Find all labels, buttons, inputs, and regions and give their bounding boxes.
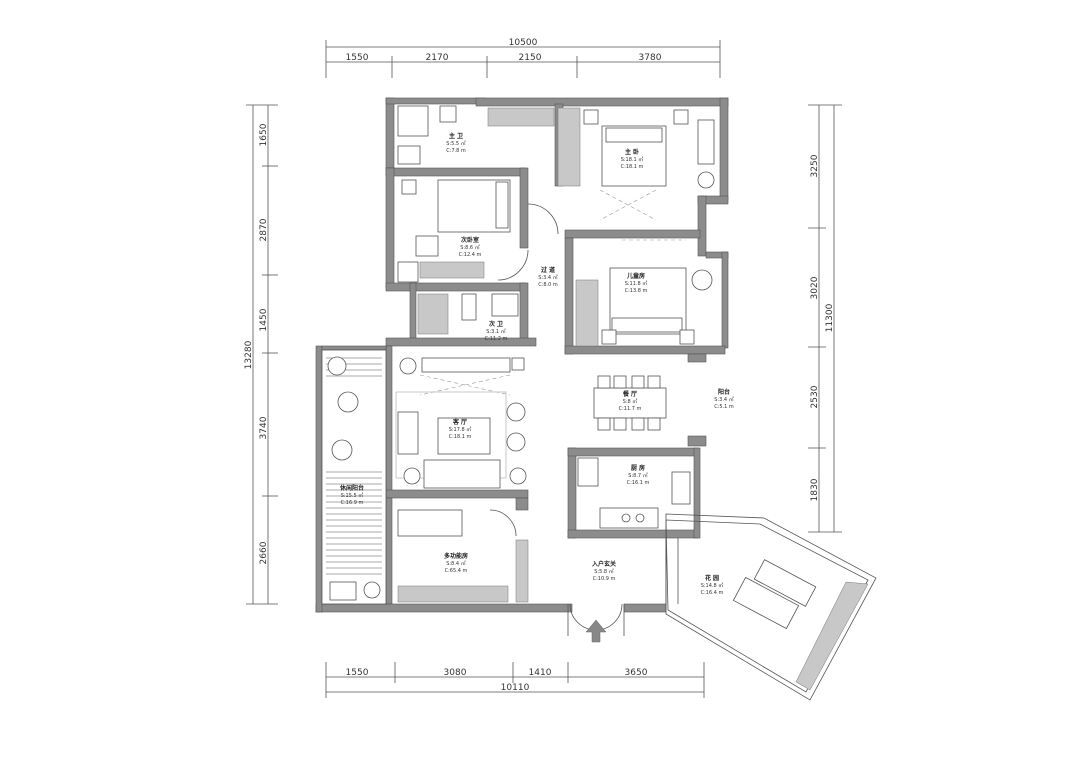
room-perimeter-bath1: C:7.8 m xyxy=(446,148,466,154)
room-perimeter-living: C:18.1 m xyxy=(449,434,472,440)
room-name-children: 儿童房 xyxy=(626,272,645,280)
dim-left-seg: 2870 xyxy=(259,218,269,241)
dim-left-seg: 2660 xyxy=(259,541,269,564)
left-dimensions xyxy=(246,104,278,605)
dim-bottom-seg: 3650 xyxy=(625,668,648,678)
dim-left-seg: 1450 xyxy=(259,308,269,331)
room-perimeter-kitchen: C:16.1 m xyxy=(627,480,650,486)
room-name-balcony_l: 休闲阳台 xyxy=(339,484,364,492)
room-perimeter-balcony_l: C:16.9 m xyxy=(341,500,364,506)
room-name-bath1: 主 卫 xyxy=(449,132,463,140)
room-perimeter-garden: C:16.4 m xyxy=(701,590,724,596)
garden-area xyxy=(665,513,877,701)
dim-right-total: 11300 xyxy=(825,303,835,332)
room-name-multi: 多功能房 xyxy=(444,552,468,560)
dim-bottom-total: 10110 xyxy=(501,683,530,693)
dim-right-seg: 3020 xyxy=(810,276,820,299)
room-name-kitchen: 厨 房 xyxy=(631,464,645,472)
dim-left-seg: 3740 xyxy=(259,416,269,439)
room-perimeter-foyer: C:10.9 m xyxy=(593,576,616,582)
dim-top-seg: 2170 xyxy=(426,53,449,63)
room-perimeter-dining: C:11.7 m xyxy=(619,406,642,412)
dim-right-seg: 3250 xyxy=(810,154,820,177)
room-name-living: 客 厅 xyxy=(452,418,467,426)
leisure-balcony xyxy=(321,349,387,605)
entrance-arrow-icon xyxy=(585,619,607,643)
room-area-dining: S:8 ㎡ xyxy=(623,398,638,405)
room-name-secondary: 次卧室 xyxy=(461,236,479,244)
room-area-multi: S:8.4 ㎡ xyxy=(446,560,465,567)
room-area-balcony_s: S:3.4 ㎡ xyxy=(714,396,733,403)
room-perimeter-balcony_s: C:5.1 m xyxy=(714,404,734,410)
room-area-corridor: S:3.4 ㎡ xyxy=(538,274,557,281)
dim-left-total: 13280 xyxy=(244,340,254,369)
room-area-living: S:17.8 ㎡ xyxy=(449,426,472,433)
room-name-foyer: 入户玄关 xyxy=(591,560,616,568)
room-area-master: S:18.1 ㎡ xyxy=(621,156,644,163)
room-perimeter-bath2: C:11.2 m xyxy=(485,336,508,342)
room-perimeter-master: C:18.1 m xyxy=(621,164,644,170)
room-perimeter-children: C:13.8 m xyxy=(625,288,648,294)
room-area-bath2: S:3.1 ㎡ xyxy=(486,328,505,335)
room-name-master: 主 卧 xyxy=(625,148,639,156)
room-perimeter-multi: C:65.4 m xyxy=(445,568,468,574)
room-area-balcony_l: S:15.5 ㎡ xyxy=(341,492,364,499)
room-name-bath2: 次 卫 xyxy=(489,320,503,328)
room-area-foyer: S:5.8 ㎡ xyxy=(594,568,613,575)
dim-left-seg: 1650 xyxy=(259,123,269,146)
dim-top-total: 10500 xyxy=(509,38,538,48)
top-dimensions xyxy=(325,40,721,78)
dim-bottom-seg: 1410 xyxy=(529,668,552,678)
dim-bottom-seg: 3080 xyxy=(444,668,467,678)
room-name-balcony_s: 阳台 xyxy=(718,388,730,396)
dim-right-seg: 2530 xyxy=(810,385,820,408)
room-perimeter-corridor: C:8.0 m xyxy=(538,282,558,288)
room-area-kitchen: S:8.7 ㎡ xyxy=(628,472,647,479)
room-name-corridor: 过 道 xyxy=(541,266,555,274)
dim-top-seg: 3780 xyxy=(639,53,662,63)
room-area-secondary: S:8.6 ㎡ xyxy=(460,244,479,251)
room-area-bath1: S:5.5 ㎡ xyxy=(446,140,465,147)
right-dimensions xyxy=(808,104,842,533)
bottom-dimensions xyxy=(325,662,705,698)
dim-right-seg: 1830 xyxy=(810,478,820,501)
room-name-garden: 花 园 xyxy=(705,574,719,582)
dim-top-seg: 2150 xyxy=(519,53,542,63)
room-perimeter-secondary: C:12.4 m xyxy=(459,252,482,258)
dim-top-seg: 1550 xyxy=(346,53,369,63)
dim-bottom-seg: 1550 xyxy=(346,668,369,678)
walls xyxy=(315,97,729,613)
room-name-dining: 餐 厅 xyxy=(622,390,637,398)
room-area-children: S:11.8 ㎡ xyxy=(625,280,648,287)
furniture xyxy=(395,105,715,603)
room-area-garden: S:14.8 ㎡ xyxy=(701,582,724,589)
